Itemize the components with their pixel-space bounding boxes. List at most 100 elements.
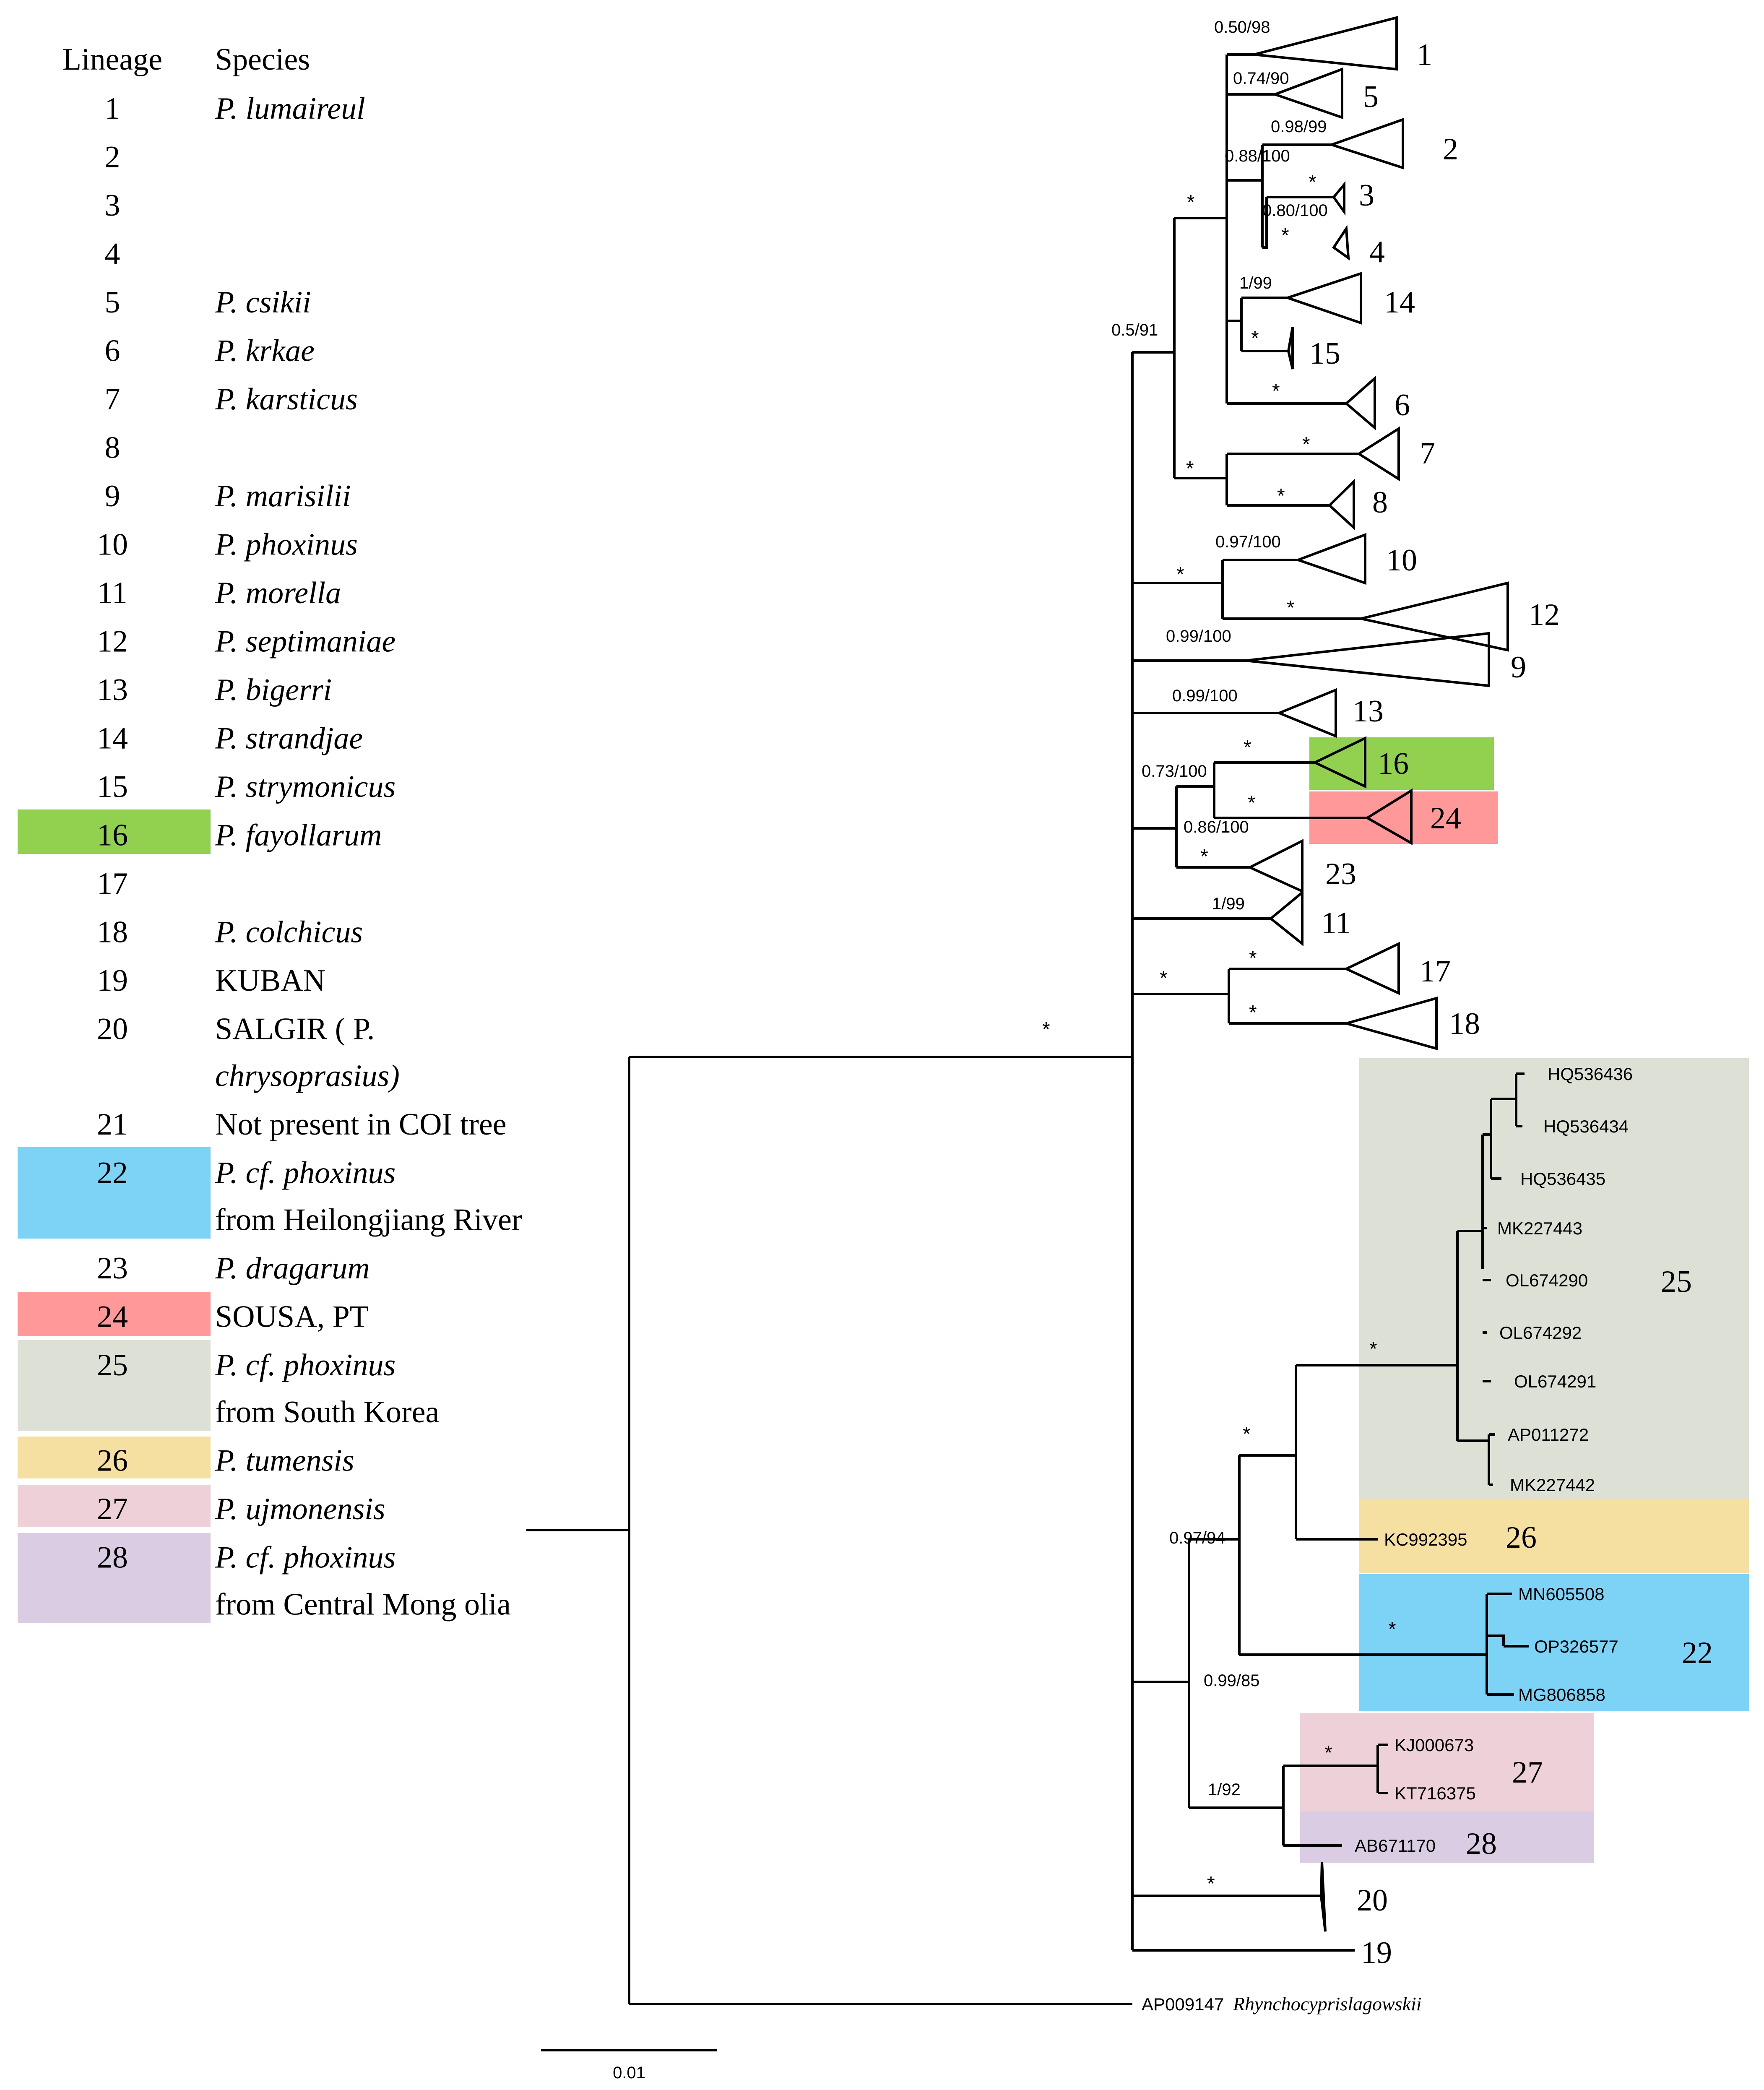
legend-lineage-number: 2 bbox=[105, 140, 120, 174]
support-value: 1/99 bbox=[1212, 895, 1245, 913]
support-value: * bbox=[1160, 967, 1168, 989]
branch-25-26-22 bbox=[1189, 1455, 1241, 1655]
clade-label: 22 bbox=[1682, 1636, 1713, 1670]
legend-species-name: P. cf. phoxinus bbox=[215, 1541, 395, 1575]
accession-label: KC992395 bbox=[1384, 1530, 1467, 1549]
clade-2-triangle bbox=[1327, 117, 1404, 170]
support-value: * bbox=[1272, 380, 1280, 402]
legend-hl-25 bbox=[18, 1340, 211, 1431]
clade-label: 11 bbox=[1321, 906, 1351, 940]
clade-label: 1 bbox=[1417, 38, 1432, 72]
branch-25 bbox=[1296, 1231, 1459, 1441]
support-value: * bbox=[1369, 1338, 1377, 1360]
accession-label: KT716375 bbox=[1395, 1783, 1476, 1803]
legend-lineage-number: 10 bbox=[97, 528, 128, 562]
support-value: 0.98/99 bbox=[1271, 117, 1327, 136]
branch-7-8 bbox=[1174, 454, 1228, 505]
branch-25-hq bbox=[1483, 1099, 1492, 1179]
clade-16-triangle bbox=[1312, 736, 1366, 789]
accession-labels: HQ536436 HQ536434 HQ536435 MK227443 OL67… bbox=[1355, 1064, 1633, 1856]
legend-lineage-number: 28 bbox=[97, 1541, 128, 1575]
accession-label: OL674290 bbox=[1506, 1270, 1588, 1290]
legend-species-name: P. septimaniae bbox=[215, 625, 395, 659]
branch-3-4 bbox=[1262, 197, 1268, 249]
tree-hl-28 bbox=[1300, 1812, 1594, 1863]
clade-13-triangle bbox=[1276, 688, 1337, 738]
support-value: * bbox=[1388, 1618, 1396, 1640]
legend-lineage-number: 19 bbox=[97, 963, 128, 998]
legend-highlights bbox=[18, 809, 211, 1623]
clade-23-triangle bbox=[1247, 839, 1303, 893]
support-value: 1/92 bbox=[1208, 1780, 1241, 1799]
branch-16-24 bbox=[1176, 763, 1215, 818]
branch-14-15 bbox=[1227, 298, 1243, 351]
legend-hl-27 bbox=[18, 1485, 211, 1527]
legend-species-name: P. krkae bbox=[215, 334, 315, 368]
support-value: 0.99/100 bbox=[1172, 687, 1238, 705]
tree-hl-16 bbox=[1309, 737, 1494, 790]
support-value: * bbox=[1187, 191, 1195, 213]
clade-label: 15 bbox=[1309, 336, 1340, 371]
clade-6-triangle bbox=[1344, 375, 1376, 431]
legend-species-name: P. lumaireul bbox=[215, 91, 365, 126]
legend-header-species: Species bbox=[215, 42, 310, 77]
legend-hl-24 bbox=[18, 1292, 211, 1336]
clade-label: 4 bbox=[1369, 235, 1385, 269]
clade-label: 8 bbox=[1372, 485, 1388, 520]
legend-lineage-number: 7 bbox=[105, 382, 120, 416]
support-value: * bbox=[1200, 846, 1208, 868]
legend-lineage-number: 16 bbox=[97, 818, 128, 853]
support-value: 1/99 bbox=[1239, 274, 1272, 292]
support-values: 0.50/98 0.74/90 0.98/99 0.88/100 * 0.80/… bbox=[1042, 18, 1396, 1895]
clade-label: 20 bbox=[1357, 1883, 1388, 1918]
tree-hl-22 bbox=[1359, 1574, 1749, 1711]
legend-species-name: P. cf. phoxinus bbox=[215, 1156, 395, 1190]
support-value: * bbox=[1249, 947, 1257, 969]
support-value: 0.5/91 bbox=[1111, 321, 1158, 339]
legend-species-name: KUBAN bbox=[215, 963, 325, 998]
branch-25-hq-pair bbox=[1491, 1074, 1517, 1126]
clade-4-triangle bbox=[1332, 225, 1350, 261]
accession-label: AP011272 bbox=[1508, 1425, 1589, 1445]
legend-lineage-number: 4 bbox=[105, 237, 120, 271]
outgroup-label: AP009147 Rhynchocyprislagowskii bbox=[1142, 1993, 1422, 2015]
legend-species-name: P. strandjae bbox=[215, 721, 363, 756]
legend-lineage-number: 23 bbox=[97, 1251, 128, 1286]
collapsed-clades bbox=[1245, 16, 1509, 1932]
legend-species-name: P. colchicus bbox=[215, 915, 363, 950]
accession-label: HQ536436 bbox=[1548, 1064, 1633, 1084]
support-value: 0.99/100 bbox=[1166, 627, 1231, 645]
legend-lineage-number: 5 bbox=[105, 285, 120, 320]
clade-18-triangle bbox=[1341, 997, 1438, 1050]
clade-1-triangle bbox=[1254, 16, 1398, 71]
accession-label: OP326577 bbox=[1534, 1637, 1618, 1656]
clade-label: 28 bbox=[1466, 1827, 1497, 1861]
support-value: 0.80/100 bbox=[1262, 201, 1328, 220]
legend-lineage-number: 14 bbox=[97, 721, 128, 756]
legend-lineage-number: 17 bbox=[97, 867, 128, 901]
support-value: 0.50/98 bbox=[1214, 18, 1270, 36]
branch-16-24-23 bbox=[1132, 786, 1178, 867]
scale-bar-label: 0.01 bbox=[613, 2064, 645, 2082]
branch-17-18 bbox=[1132, 969, 1230, 1023]
accession-label: MN605508 bbox=[1518, 1584, 1604, 1604]
legend-lineage-number: 13 bbox=[97, 673, 128, 707]
branch-10-12 bbox=[1132, 560, 1224, 619]
clade-5-triangle bbox=[1271, 67, 1343, 120]
accession-label: MG806858 bbox=[1518, 1685, 1605, 1705]
legend-species-name: P. morella bbox=[215, 576, 341, 610]
support-value: * bbox=[1243, 1423, 1251, 1445]
accession-label: KJ000673 bbox=[1395, 1735, 1474, 1755]
clade-14-triangle bbox=[1283, 271, 1362, 325]
outgroup-accession: AP009147 bbox=[1142, 1994, 1224, 2014]
clade-label: 14 bbox=[1384, 285, 1415, 320]
support-value: * bbox=[1207, 1873, 1215, 1895]
clade-10-triangle bbox=[1294, 533, 1366, 585]
legend-species-name: from South Korea bbox=[215, 1395, 439, 1429]
clade-label: 24 bbox=[1430, 801, 1461, 835]
tree-hl-25 bbox=[1359, 1058, 1749, 1499]
legend-hl-26 bbox=[18, 1437, 211, 1478]
branch-25-bottom bbox=[1457, 1434, 1490, 1485]
